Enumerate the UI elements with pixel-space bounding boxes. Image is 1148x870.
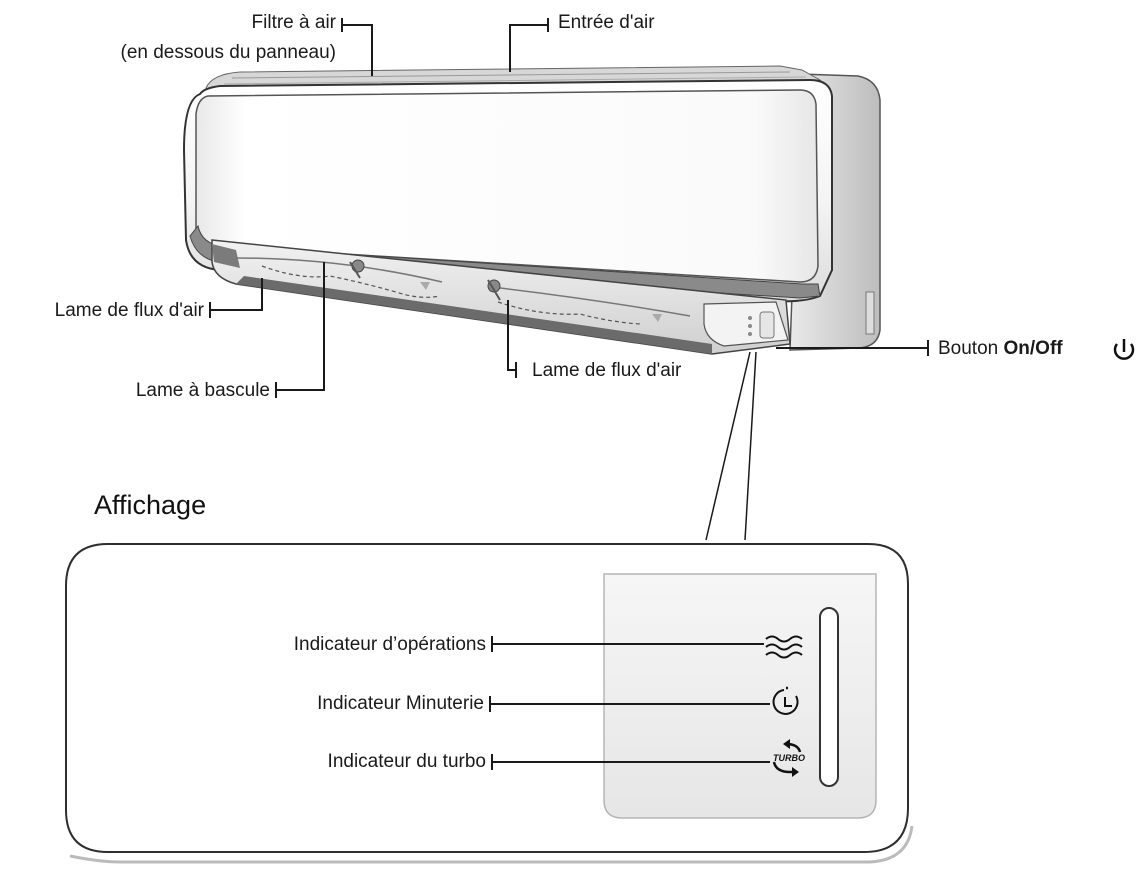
display-panel — [603, 573, 877, 819]
display-leader-lines — [489, 636, 770, 770]
swing-blade-label: Lame à bascule — [135, 380, 270, 401]
turbo-icon: TURBO — [772, 739, 805, 777]
clock-icon — [772, 686, 799, 715]
side-slot — [865, 291, 875, 335]
front-panel — [195, 89, 819, 283]
power-icon — [1113, 339, 1135, 360]
air-filter-note: (en dessous du panneau) — [120, 42, 337, 63]
display-title: Affichage — [94, 490, 207, 520]
indoor-unit — [182, 65, 881, 355]
turbo-indicator-label: Indicateur du turbo — [327, 751, 486, 772]
wave-lines-icon — [765, 635, 803, 659]
airflow-blade-right-label: Lame de flux d'air — [532, 360, 682, 381]
display-housing — [703, 301, 789, 347]
display-callout — [65, 543, 914, 864]
leader-lines — [209, 18, 929, 541]
power-button-prefix: Bouton — [938, 338, 999, 359]
turbo-icon-text: TURBO — [773, 753, 805, 763]
timer-indicator-label: Indicateur Minuterie — [317, 693, 484, 714]
power-button-name: On/Off — [1003, 338, 1063, 359]
operation-indicator-label: Indicateur d’opérations — [293, 634, 486, 655]
airflow-blade-left-label: Lame de flux d'air — [54, 300, 204, 321]
display-slot — [819, 607, 839, 787]
panel-trim — [189, 224, 821, 299]
air-inlet-label: Entrée d'air — [558, 12, 655, 33]
power-button-label: Bouton On/Off — [938, 338, 1063, 360]
louver-right — [499, 287, 691, 317]
louver-left — [235, 257, 443, 283]
air-filter-label: Filtre à air — [251, 12, 336, 33]
